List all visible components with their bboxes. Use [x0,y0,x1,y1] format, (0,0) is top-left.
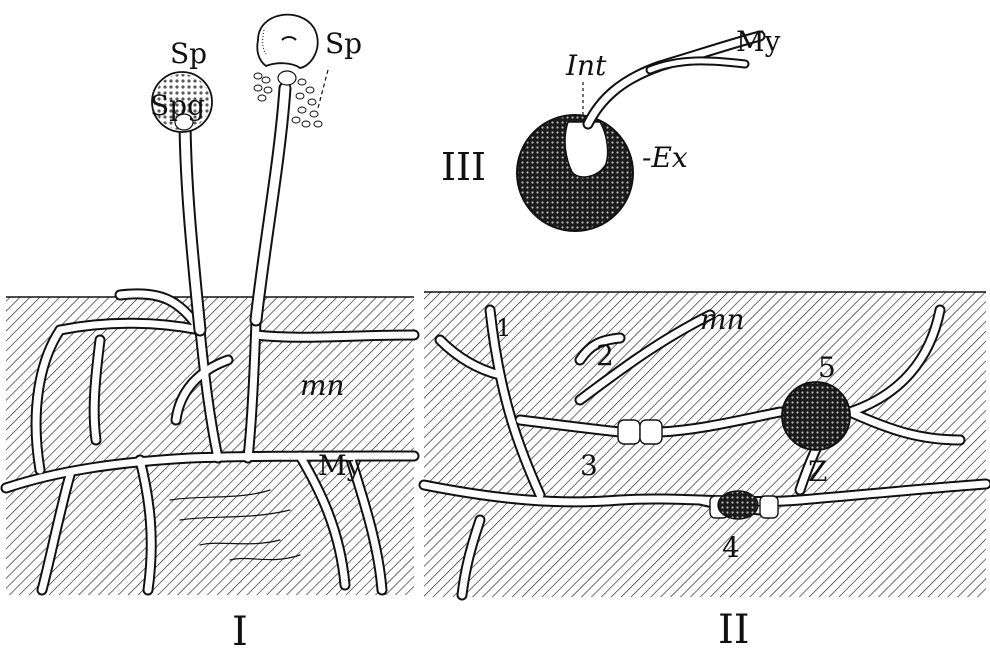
panel-label-II: II [718,610,750,650]
germinating-zygospore [517,115,633,231]
ruptured-sporangium [257,15,317,85]
label-spg: Spg [150,92,205,120]
germ-hypha [588,36,760,124]
label-num2: 2 [596,342,614,370]
zygospore-large [782,382,850,450]
label-my-top: My [736,28,781,56]
label-sp-left: Sp [170,40,207,68]
label-my-left: My [318,452,363,480]
label-mn-left: mn [300,372,345,400]
label-num4: 4 [722,534,740,562]
label-sp-right: Sp [325,30,362,58]
panel-label-III: III [441,148,486,186]
label-mn-right: mn [700,306,745,334]
label-z: Z [808,458,827,486]
panel-label-I: I [232,612,248,652]
zygospore-young [718,491,758,519]
label-num5: 5 [818,354,836,382]
label-num3: 3 [580,452,598,480]
substrate-panel-I [6,297,414,595]
label-num1: 1 [496,316,511,340]
label-int: Int [566,52,606,80]
sp-leader-line [318,70,328,108]
label-ex: -Ex [642,144,688,172]
